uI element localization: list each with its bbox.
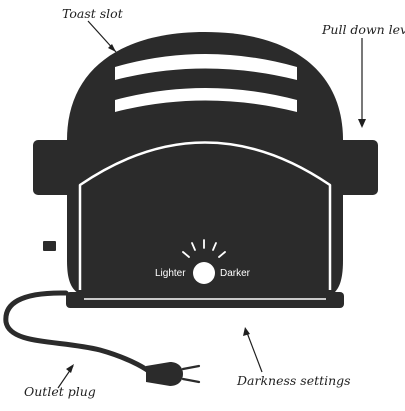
label-outlet-plug: Outlet plug [24,384,96,399]
toaster-body [67,32,343,300]
lever-left [33,140,73,195]
toaster-base [66,292,344,308]
front-face-outline [78,141,332,290]
label-darkness-settings: Darkness settings [237,373,351,388]
label-toast-slot: Toast slot [62,6,123,21]
side-nub [43,241,56,251]
label-lighter: Lighter [155,268,186,279]
power-cord [3,290,153,375]
label-pull-down-lever: Pull down lever [322,22,405,37]
label-darker: Darker [220,268,251,279]
darkness-knob [193,262,215,284]
dial-ticks [182,239,226,258]
callout-arrowheads [66,44,366,373]
lever-right [338,140,378,195]
toast-slot-2 [115,88,297,112]
arrow-darkness-settings [245,329,263,373]
plug-prongs [181,364,201,384]
toast-slot-1 [115,54,297,80]
outlet-plug [146,362,183,386]
